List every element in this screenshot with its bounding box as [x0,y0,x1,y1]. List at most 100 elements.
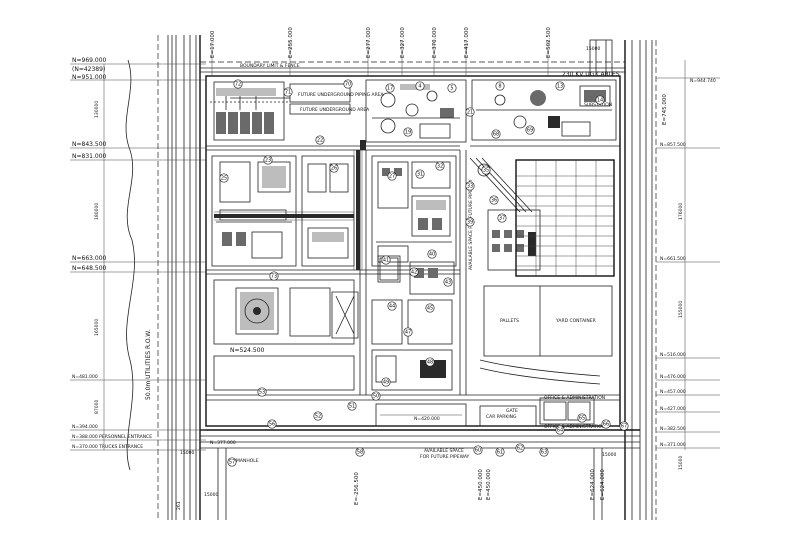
label-n457: N=457.000 [660,389,686,395]
item-bubble-circle [387,171,397,181]
item-bubble: 45 [425,303,435,313]
item-bubble-circle [263,155,273,165]
dim-155000: 155000 [678,301,684,318]
manhole-label: MANHOLE [236,458,259,464]
item-bubble: 26 [329,163,339,173]
item-bubble: 68 [491,129,501,139]
item-bubble: 22 [315,135,325,145]
item-bubble-circle [473,445,483,455]
item-bubble-circle [497,213,507,223]
mid-center-process [371,155,457,267]
item-bubble: 66 [601,419,611,429]
item-bubble: 31 [415,169,425,179]
item-bubble-number: 5 [450,85,453,91]
item-bubble-number: 61 [497,449,503,455]
item-bubble: 69 [525,125,535,135]
dim-261: 261 [176,501,182,510]
lower-left-tank-area [213,279,359,391]
right-road-corridor [624,40,657,520]
north-coordinate-labels: N=969.000 (N=42389) N=951.000 N=843.500 … [72,57,716,450]
item-bubble: 63 [539,447,549,457]
item-bubble-number: 60 [475,447,481,453]
item-bubble: 51 [347,401,357,411]
item-bubble-circle [313,411,323,421]
item-bubble-circle [403,327,413,337]
item-bubble-number: 67 [621,423,627,429]
item-bubble-circle [495,447,505,457]
item-bubble-number: 64 [557,427,563,433]
item-bubble-number: 48 [427,359,433,365]
label-n516: N=516.000 [660,352,686,358]
item-bubble: 35 [481,165,491,175]
future-underground-label: FUTURE UNDERGROUND PIPING AREA [298,92,385,98]
item-bubble-circle [257,387,267,397]
dim-15000-b: 15000 [204,492,218,498]
label-n969: N=969.000 [72,57,107,64]
item-bubble: 64 [555,425,565,435]
dim-15000-bl: 15000 [180,450,194,456]
dim-87000: 87000 [94,400,100,414]
item-bubble: 67 [619,421,629,431]
item-bubble-number: 37 [499,215,505,221]
item-bubble: 13 [555,81,565,91]
item-bubble: 8 [495,81,505,91]
item-bubble-circle [425,357,435,367]
item-bubble-number: 70 [345,81,351,87]
item-bubble-number: 72 [235,81,241,87]
item-bubble-circle [315,135,325,145]
item-bubble-number: 22 [317,137,323,143]
item-bubble-number: 36 [491,197,497,203]
item-bubble: 53 [257,387,267,397]
item-bubble: 48 [425,357,435,367]
item-bubble: 19 [403,127,413,137]
available-label: AVAILABLE SPACE [424,448,464,454]
item-bubble: 52 [313,411,323,421]
future-underground-label-2: FUTURE UNDERGROUND AREA [300,107,370,113]
item-bubble-circle [267,419,277,429]
future-pipeway-label: FOR FUTURE PIPEWAY [420,454,470,460]
item-bubble-number: 62 [517,445,523,451]
pallets-label: PALLETS [500,318,519,324]
item-bubble: 71 [283,87,293,97]
top-left-units: FUTURE UNDERGROUND PIPING AREA FUTURE UN… [210,81,385,141]
label-n831: N=831.000 [72,153,107,160]
label-n663: N=663.000 [72,255,107,262]
item-bubble: 57 [227,457,237,467]
item-bubble-number: 26 [331,165,337,171]
item-bubble: 49 [381,377,391,387]
item-bubble: 32 [435,161,445,171]
item-bubble-circle [403,127,413,137]
item-bubble-circle [343,79,353,89]
item-bubble-number: 31 [417,171,423,177]
item-bubble: 21 [465,107,475,117]
office-label-2: OFFICE & ADMINISTRATION [544,424,605,430]
item-bubble-circle [443,277,453,287]
label-e502: E=502.500 [546,27,552,58]
label-n370: N=370.000 TRUCKS ENTRANCE [72,444,143,450]
item-bubble-circle [447,83,457,93]
item-bubble: 5 [447,83,457,93]
top-road [200,61,625,73]
warehouse-building [515,159,615,277]
label-e17: E=17.000 [210,30,216,58]
item-bubble-number: 14 [597,97,603,103]
item-bubble-circle [329,163,339,173]
item-bubble-circle [409,267,419,277]
utilities-row-corridor: 50.0m UTILITIES R.O.W. [125,35,201,520]
dim-15000-r: 15000 [678,456,684,470]
label-n382: N=382.500 [660,426,686,432]
yard-container-area: PALLETS YARD CONTAINER [483,285,613,357]
dim-180000: 180000 [94,203,100,220]
item-bubble-circle [525,125,535,135]
dimension-lines [70,40,720,451]
item-bubble-number: 23 [265,157,271,163]
item-bubble-number: 53 [259,389,265,395]
top-right-substation [471,39,617,141]
dim-15000-br: 15000 [602,452,616,458]
label-e745: E=745.000 [662,94,668,125]
item-bubble-number: 47 [405,329,411,335]
label-n371: N=371.000 [660,442,686,448]
mid-left-process [211,155,355,267]
item-bubble-number: 39 [467,219,473,225]
